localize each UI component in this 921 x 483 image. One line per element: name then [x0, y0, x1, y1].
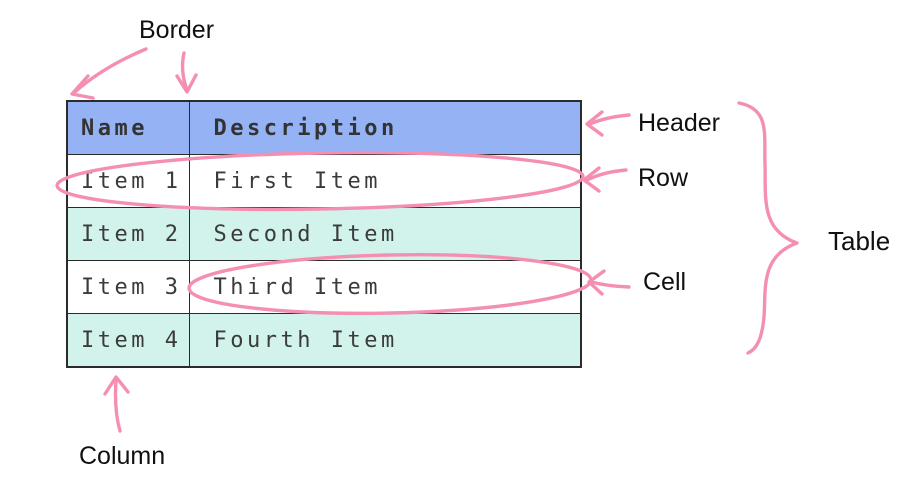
column-arrow-icon [103, 375, 130, 433]
cell-arrow-icon [587, 269, 631, 296]
row-label: Row [638, 164, 689, 192]
table-cell: Item 4 [66, 313, 190, 368]
border-label: Border [139, 16, 215, 44]
border-arrow-down-icon [175, 51, 198, 94]
table-cell: Item 1 [66, 154, 190, 208]
header-cell-name: Name [66, 100, 190, 155]
example-table: Name Description Item 1 First Item Item … [66, 100, 582, 368]
table-cell: Third Item [188, 260, 582, 314]
table-label: Table [828, 226, 891, 256]
border-arrow-left-icon [70, 47, 148, 100]
cell-label: Cell [643, 268, 687, 296]
table-row: Item 4 Fourth Item [66, 313, 582, 368]
table-row: Item 2 Second Item [66, 207, 582, 261]
table-cell: Item 2 [66, 207, 190, 261]
header-arrow-icon [585, 110, 631, 137]
table-cell: Item 3 [66, 260, 190, 314]
column-label: Column [79, 442, 166, 470]
table-brace-icon [737, 101, 799, 355]
table-cell: First Item [188, 154, 582, 208]
table-header-row: Name Description [66, 100, 582, 155]
table-cell: Second Item [188, 207, 582, 261]
table-row: Item 1 First Item [66, 154, 582, 208]
row-arrow-icon [582, 166, 628, 193]
table-row: Item 3 Third Item [66, 260, 582, 314]
header-cell-description: Description [188, 100, 582, 155]
table-cell: Fourth Item [188, 313, 582, 368]
header-label: Header [638, 109, 720, 137]
